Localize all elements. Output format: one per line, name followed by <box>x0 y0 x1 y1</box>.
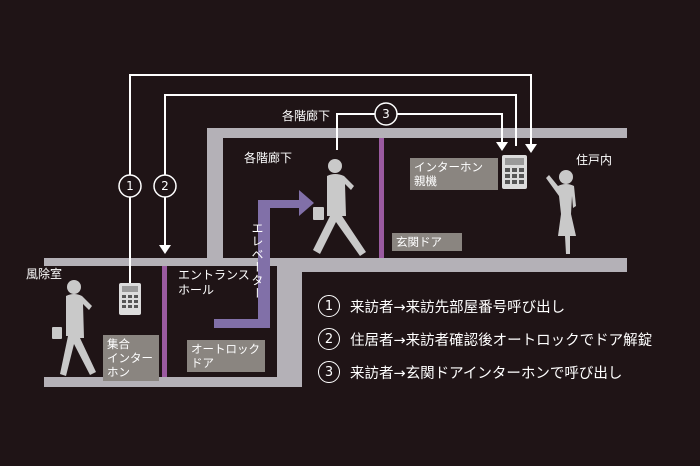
elevator-label: エレベーター <box>250 222 264 300</box>
line-number-3: 3 <box>382 107 390 121</box>
collective-intercom-device-icon <box>119 283 141 315</box>
legend-step-1: 1 来訪者→来訪先部屋番号呼び出し <box>318 293 698 319</box>
visitor-figure-corridor-icon <box>313 159 366 256</box>
corridor-label: 各階廊下 <box>244 151 293 165</box>
autolock-door-bar <box>162 266 167 377</box>
legend-text-1: 来訪者→来訪先部屋番号呼び出し <box>350 299 566 316</box>
upper-ceiling-slab <box>207 128 627 138</box>
ground-floor-slab <box>44 377 302 387</box>
windbreak-room-label: 風除室 <box>26 267 63 281</box>
front-door-bar <box>379 138 384 258</box>
line-number-1: 1 <box>126 179 134 193</box>
legend-step-2: 2 住居者→来訪者確認後オートロックでドア解錠 <box>318 326 698 352</box>
autolock-door-tag: オートロック ドア <box>187 340 265 372</box>
intercom-master-tag: インターホン 親機 <box>410 158 498 190</box>
entrance-hall-label: エントランス ホール <box>178 268 250 297</box>
line-number-2: 2 <box>161 179 169 193</box>
resident-figure-icon <box>546 170 576 254</box>
upper-floor-slab <box>277 258 627 272</box>
collective-intercom-tag: 集合 インター ホン <box>103 335 159 381</box>
arrowhead-3 <box>496 142 508 151</box>
legend-number-1: 1 <box>318 295 340 317</box>
legend-number-3: 3 <box>318 361 340 383</box>
legend-text-2: 住居者→来訪者確認後オートロックでドア解錠 <box>350 332 653 349</box>
upper-left-wall <box>207 128 223 266</box>
corridor-top-label: 各階廊下 <box>282 109 331 123</box>
line-call-3 <box>336 113 503 150</box>
line-call-2 <box>164 94 517 247</box>
legend-number-2: 2 <box>318 328 340 350</box>
intercom-master-device-icon <box>502 155 527 189</box>
visitor-figure-lobby-icon <box>52 280 96 376</box>
legend-text-3: 来訪者→玄関ドアインターホンで呼び出し <box>350 365 623 382</box>
legend-step-3: 3 来訪者→玄関ドアインターホンで呼び出し <box>318 359 698 385</box>
front-door-tag: 玄関ドア <box>392 233 462 251</box>
arrowhead-2 <box>159 245 171 254</box>
residence-label: 住戸内 <box>576 153 613 167</box>
line-number-circle-1 <box>118 174 142 198</box>
elevator-arrow <box>214 190 314 328</box>
arrowhead-1 <box>525 144 537 153</box>
line-number-circle-2 <box>153 174 177 198</box>
line-number-circle-3 <box>374 102 398 126</box>
lower-outer-wall <box>277 268 302 387</box>
lower-ceiling-slab <box>44 258 277 266</box>
